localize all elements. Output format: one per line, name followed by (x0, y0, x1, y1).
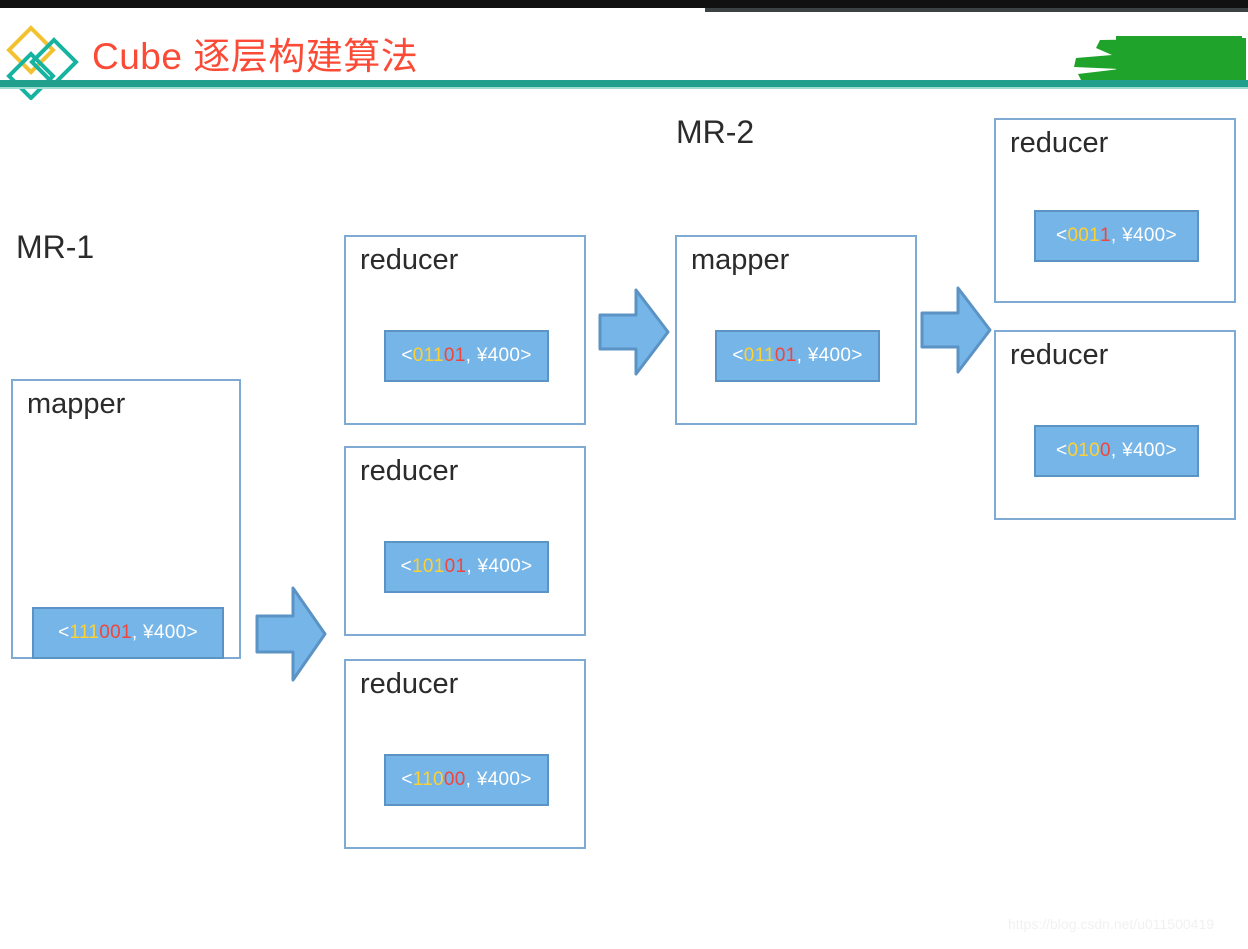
phase-label-mr2: MR-2 (676, 114, 755, 150)
top-gray-bar (705, 8, 1248, 12)
node-title: reducer (360, 455, 459, 487)
node-title: mapper (691, 244, 790, 276)
arrow-reducer-to-mapper-icon (598, 287, 670, 377)
phase-label-mr1: MR-1 (16, 229, 95, 265)
arrow-mapper-to-reducers-icon (255, 584, 327, 684)
node-title: mapper (27, 388, 126, 420)
page-title: Cube 逐层构建算法 (92, 36, 419, 77)
header-divider-thin (0, 87, 1248, 89)
green-redaction-mark (1060, 36, 1246, 84)
top-black-bar (0, 0, 1248, 8)
header-divider (0, 80, 1248, 87)
node-title: reducer (360, 668, 459, 700)
arrow-mapper-to-reducers-2-icon (920, 285, 992, 375)
watermark: https://blog.csdn.net/u011500419 (1008, 916, 1215, 932)
node-title: reducer (360, 244, 459, 276)
node-title: reducer (1010, 339, 1109, 371)
slide-header: Cube 逐层构建算法 (0, 12, 1248, 100)
node-title: reducer (1010, 127, 1109, 159)
